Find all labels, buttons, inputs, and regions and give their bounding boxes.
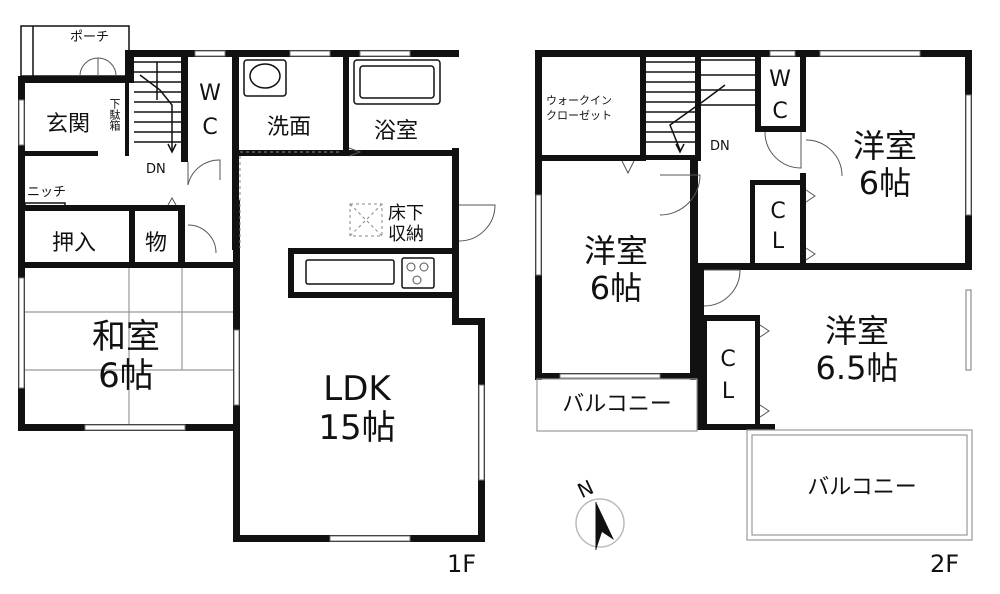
room-w-size: 6帖 xyxy=(589,269,643,307)
underfloor-storage-label: 床下 収納 xyxy=(388,203,424,245)
room-ne-name: 洋室 xyxy=(852,127,918,166)
floor2-label: 2F xyxy=(930,550,960,578)
entrance-label: 玄関 xyxy=(45,112,91,137)
washroom-label: 洗面 xyxy=(266,115,312,140)
floor2-balconies xyxy=(536,378,973,541)
balcony-small-label: バルコニー xyxy=(562,392,672,417)
oshiire-label: 押入 xyxy=(51,231,97,256)
ldk-label: LDK 15帖 xyxy=(318,368,396,448)
floor2-down-label: DN xyxy=(710,139,730,154)
walkin-line1: ウォークイン xyxy=(546,94,612,107)
room-se-name: 洋室 xyxy=(824,312,889,351)
floor1-wc-w-label: W xyxy=(199,81,221,106)
floor2-wc-c-label: C xyxy=(772,99,788,124)
underfloor-line2: 収納 xyxy=(388,223,424,245)
floor1-wc-c-label: C xyxy=(202,115,218,140)
room-ne-closet-l-label: L xyxy=(771,229,785,254)
ldk-size: 15帖 xyxy=(318,408,396,448)
storage-label: 物 xyxy=(144,231,168,256)
floor1-stairs xyxy=(134,61,181,154)
room-w-label: 洋室 6帖 xyxy=(584,233,648,307)
floor1-plan xyxy=(18,25,496,542)
floor1-label: 1F xyxy=(447,550,477,578)
bathroom-label: 浴室 xyxy=(373,119,419,144)
shoe-storage-label: 下駄箱 xyxy=(108,98,121,131)
floor2-wc-w-label: W xyxy=(769,67,791,92)
room-se-size: 6.5帖 xyxy=(815,349,899,387)
floor1-down-label: DN xyxy=(146,162,166,177)
room-se-closet-l-label: L xyxy=(721,379,735,404)
washitsu-label: 和室 6帖 xyxy=(92,316,160,396)
washitsu-size: 6帖 xyxy=(98,356,154,396)
porch-label: ポーチ xyxy=(70,30,110,45)
floor2-stairs xyxy=(646,59,755,154)
ldk-name: LDK xyxy=(323,368,391,409)
north-compass-icon xyxy=(575,498,625,550)
underfloor-line1: 床下 xyxy=(388,203,424,224)
room-w-name: 洋室 xyxy=(583,232,649,271)
walkin-line2: クローゼット xyxy=(546,109,612,123)
balcony-large-label: バルコニー xyxy=(807,475,917,500)
walkin-closet-label: ウォークイン クローゼット xyxy=(546,93,612,124)
niche-label: ニッチ xyxy=(27,185,67,200)
floor2-plan xyxy=(535,50,973,550)
room-ne-label: 洋室 6帖 xyxy=(853,128,917,202)
room-ne-size: 6帖 xyxy=(858,164,912,202)
room-se-label: 洋室 6.5帖 xyxy=(816,313,899,387)
washitsu-name: 和室 xyxy=(92,316,160,357)
room-se-closet-c-label: C xyxy=(720,347,736,372)
room-ne-closet-c-label: C xyxy=(770,199,786,224)
